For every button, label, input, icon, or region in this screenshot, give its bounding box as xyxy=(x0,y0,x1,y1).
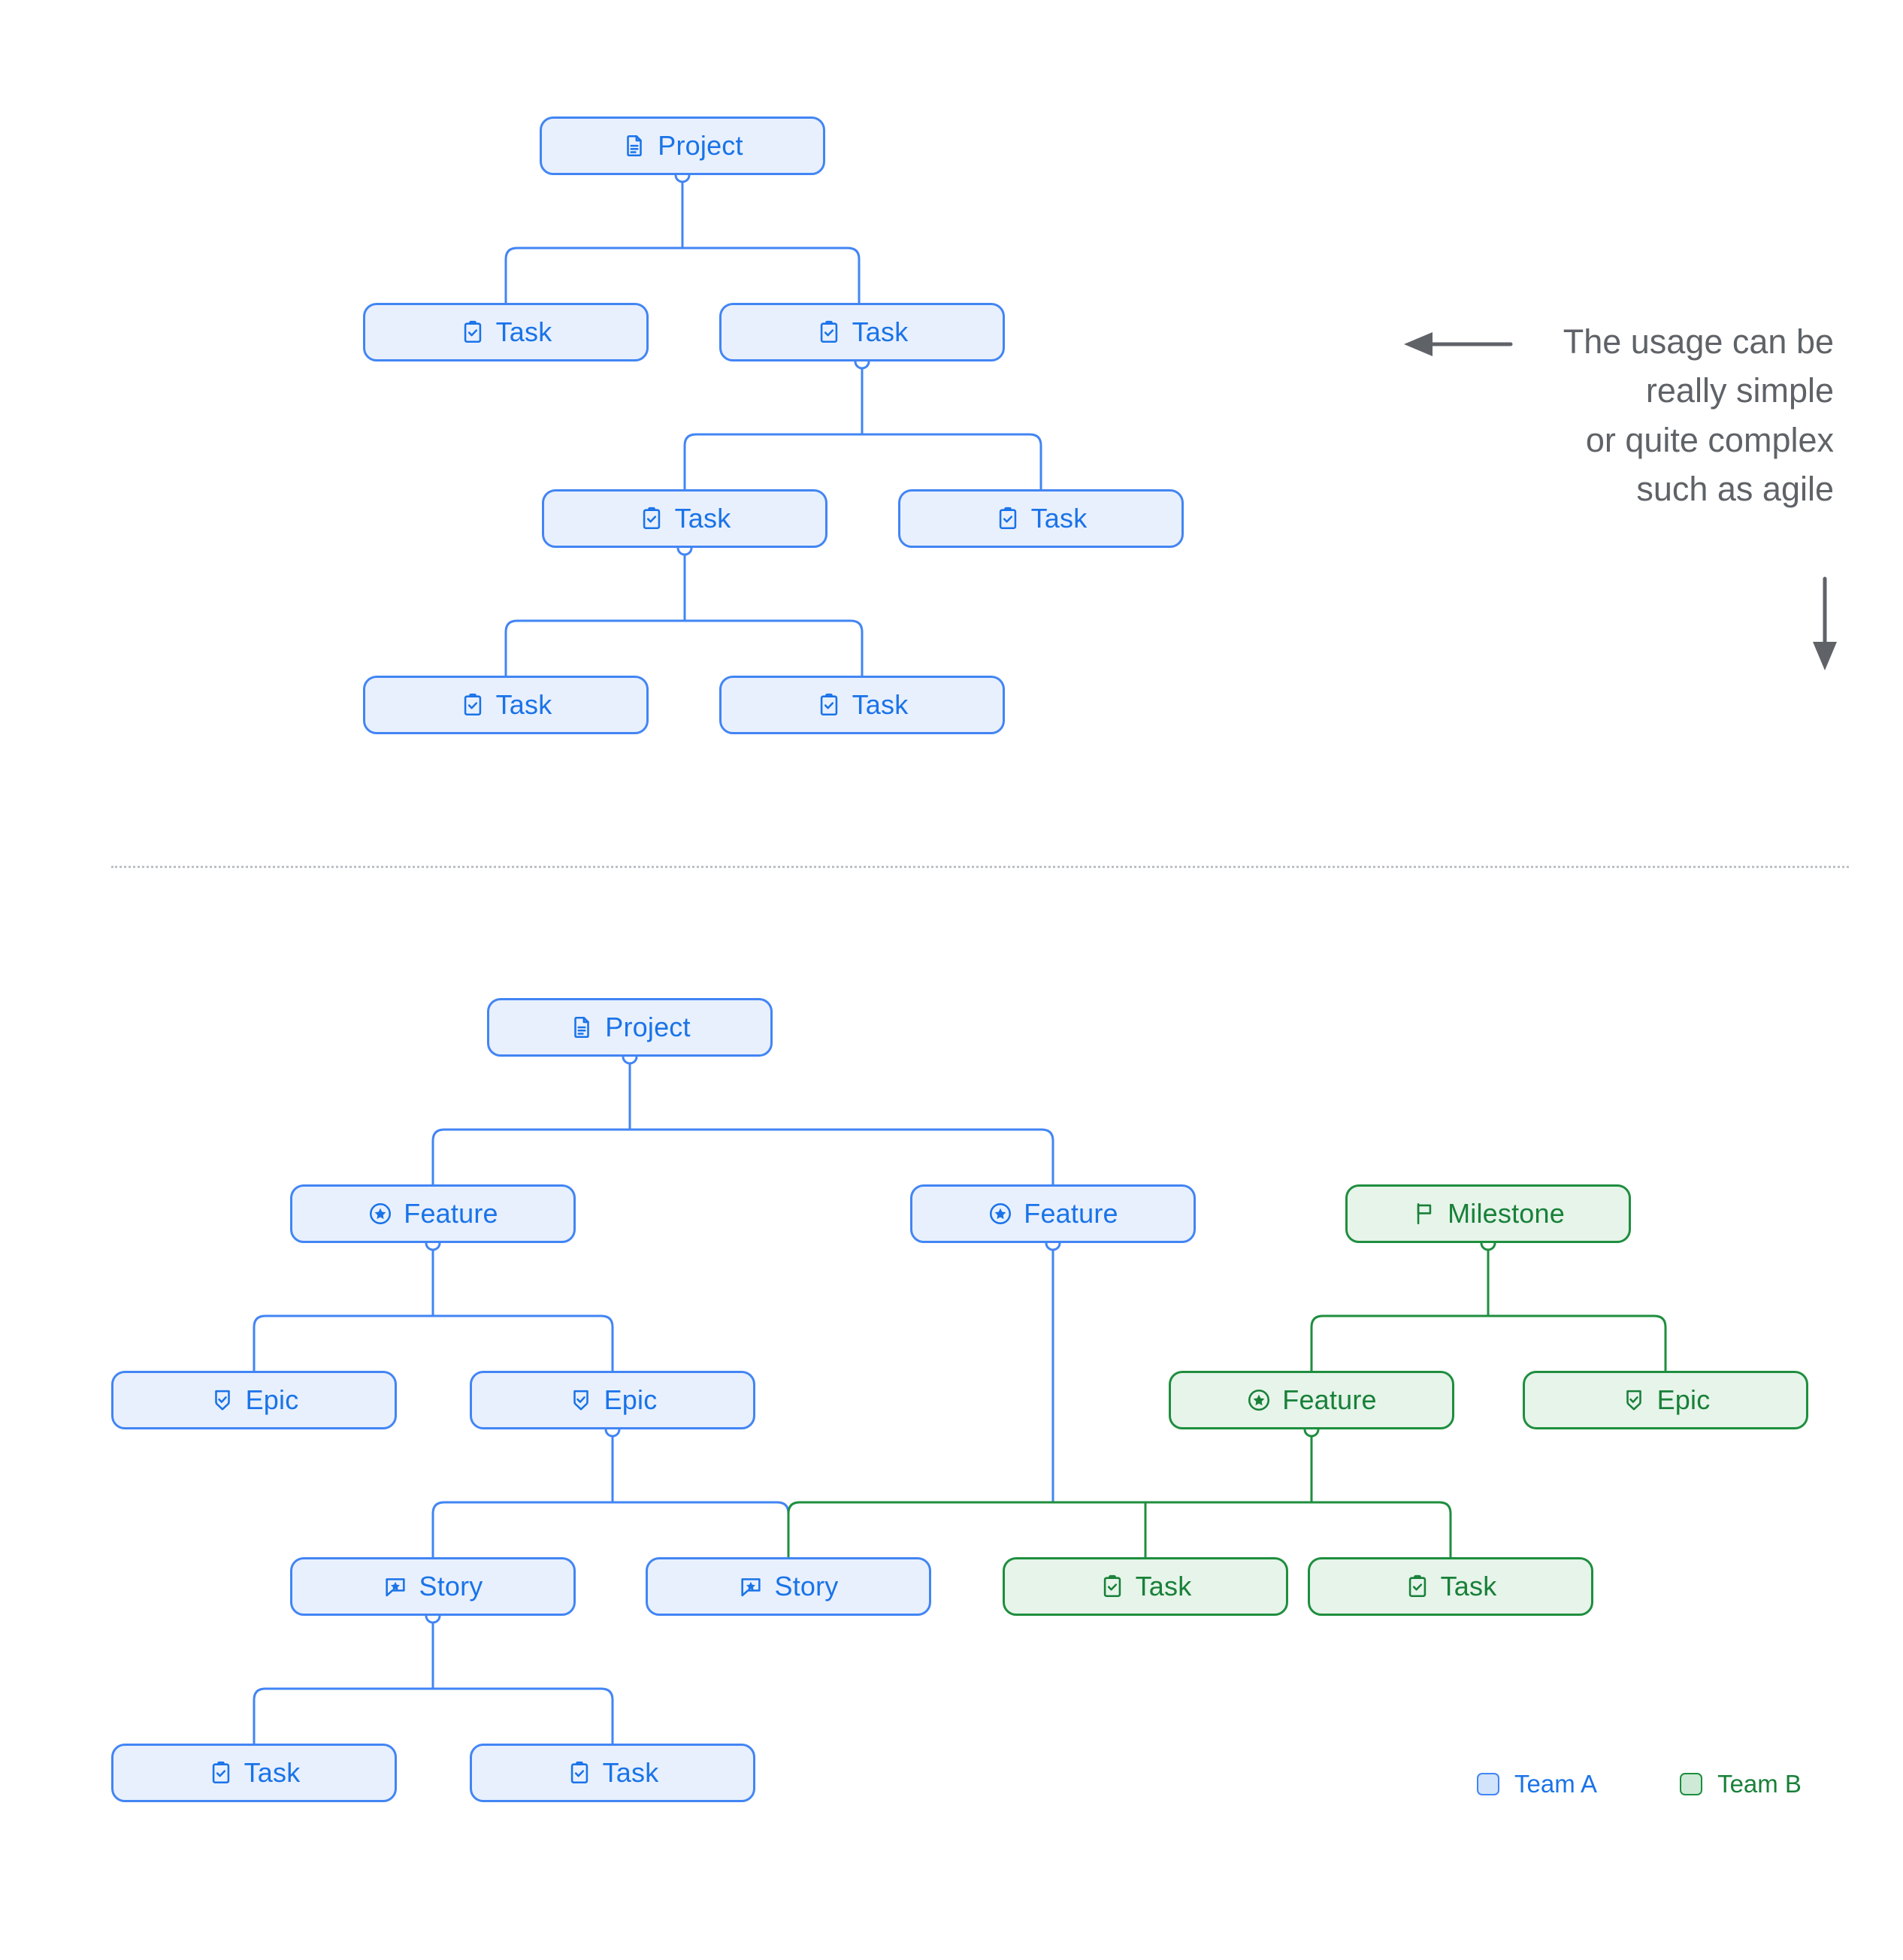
team-legend: Team A Team B xyxy=(1477,1770,1802,1798)
node-milestone[interactable]: Milestone xyxy=(1345,1184,1631,1243)
node-label: Task xyxy=(852,689,909,720)
edges-simple-tree xyxy=(504,174,1042,677)
annotation-line-4: such as agile xyxy=(1636,469,1834,508)
document-icon xyxy=(569,1015,594,1040)
node-task[interactable]: Task xyxy=(898,489,1184,548)
edge-bus xyxy=(504,619,864,677)
legend-item-team-a[interactable]: Team A xyxy=(1477,1770,1597,1798)
task-icon xyxy=(995,506,1021,531)
task-icon xyxy=(567,1760,592,1786)
task-icon xyxy=(639,506,664,531)
node-task[interactable]: Task xyxy=(542,489,827,548)
node-task[interactable]: Task xyxy=(363,676,649,734)
node-project[interactable]: Project xyxy=(540,116,825,175)
annotation-line-3: or quite complex xyxy=(1585,420,1834,459)
node-feature[interactable]: Feature xyxy=(290,1184,576,1243)
node-label: Feature xyxy=(404,1198,498,1229)
edge-bus xyxy=(1310,1314,1667,1372)
node-task[interactable]: Task xyxy=(719,303,1005,361)
epic-icon xyxy=(1621,1387,1647,1413)
annotation-line-1: The usage can be xyxy=(1563,322,1834,361)
node-label: Task xyxy=(495,316,552,347)
edges-agile-tree-team-a xyxy=(253,1055,1054,1745)
node-label: Task xyxy=(1030,503,1088,534)
node-label: Task xyxy=(1440,1571,1497,1602)
node-label: Project xyxy=(658,130,743,161)
task-icon xyxy=(460,319,486,345)
node-task[interactable]: Task xyxy=(1308,1557,1593,1616)
story-icon xyxy=(383,1574,408,1599)
square-swatch-icon xyxy=(1680,1773,1703,1795)
node-feature[interactable]: Feature xyxy=(910,1184,1196,1243)
node-task[interactable]: Task xyxy=(1003,1557,1288,1616)
task-icon xyxy=(1100,1574,1125,1599)
node-label: Story xyxy=(774,1571,839,1602)
edge-bus xyxy=(787,1501,1452,1559)
edge-bus xyxy=(253,1314,614,1372)
edges-agile-tree-team-b xyxy=(787,1242,1667,1559)
legend-label: Team A xyxy=(1514,1770,1598,1798)
legend-item-team-b[interactable]: Team B xyxy=(1680,1770,1802,1798)
section-divider xyxy=(111,866,1849,868)
edge-bus xyxy=(504,247,861,304)
square-swatch-icon xyxy=(1477,1773,1499,1795)
task-icon xyxy=(1405,1574,1430,1599)
document-icon xyxy=(622,133,647,159)
arrow-left-head xyxy=(1404,332,1433,356)
node-epic[interactable]: Epic xyxy=(470,1371,755,1429)
node-task[interactable]: Task xyxy=(111,1744,397,1802)
node-task[interactable]: Task xyxy=(470,1744,755,1802)
feature-icon xyxy=(988,1201,1013,1227)
node-story[interactable]: Story xyxy=(646,1557,931,1616)
edge-bus xyxy=(431,1128,1054,1186)
annotation-line-2: really simple xyxy=(1645,371,1834,410)
node-label: Milestone xyxy=(1448,1198,1565,1229)
node-label: Task xyxy=(495,689,552,720)
edge-bus xyxy=(253,1687,614,1745)
arrow-down-head xyxy=(1813,642,1837,670)
node-label: Project xyxy=(605,1012,691,1042)
task-icon xyxy=(816,319,842,345)
node-project[interactable]: Project xyxy=(487,998,773,1057)
milestone-icon xyxy=(1411,1201,1437,1227)
epic-icon xyxy=(210,1387,235,1413)
node-label: Task xyxy=(674,503,731,534)
node-label: Feature xyxy=(1282,1384,1377,1415)
node-label: Feature xyxy=(1024,1198,1118,1229)
node-story[interactable]: Story xyxy=(290,1557,576,1616)
node-label: Task xyxy=(244,1757,301,1788)
node-epic[interactable]: Epic xyxy=(1523,1371,1808,1429)
task-icon xyxy=(208,1760,234,1786)
story-icon xyxy=(738,1574,764,1599)
epic-icon xyxy=(568,1387,594,1413)
node-label: Task xyxy=(1135,1571,1192,1602)
node-feature[interactable]: Feature xyxy=(1169,1371,1454,1429)
task-icon xyxy=(816,692,842,718)
node-label: Story xyxy=(419,1571,483,1602)
annotation-text: The usage can be really simple or quite … xyxy=(1451,317,1834,513)
node-label: Task xyxy=(852,316,909,347)
edge-bus xyxy=(683,433,1042,491)
node-label: Epic xyxy=(1656,1384,1711,1415)
feature-icon xyxy=(1246,1387,1272,1413)
feature-icon xyxy=(368,1201,393,1227)
node-label: Task xyxy=(602,1757,659,1788)
node-task[interactable]: Task xyxy=(719,676,1005,734)
node-label: Epic xyxy=(245,1384,299,1415)
task-icon xyxy=(460,692,486,718)
legend-label: Team B xyxy=(1717,1770,1802,1798)
edge-bus xyxy=(431,1501,790,1559)
annotation-arrows xyxy=(1404,332,1837,670)
node-label: Epic xyxy=(604,1384,658,1415)
node-task[interactable]: Task xyxy=(363,303,649,361)
node-epic[interactable]: Epic xyxy=(111,1371,397,1429)
